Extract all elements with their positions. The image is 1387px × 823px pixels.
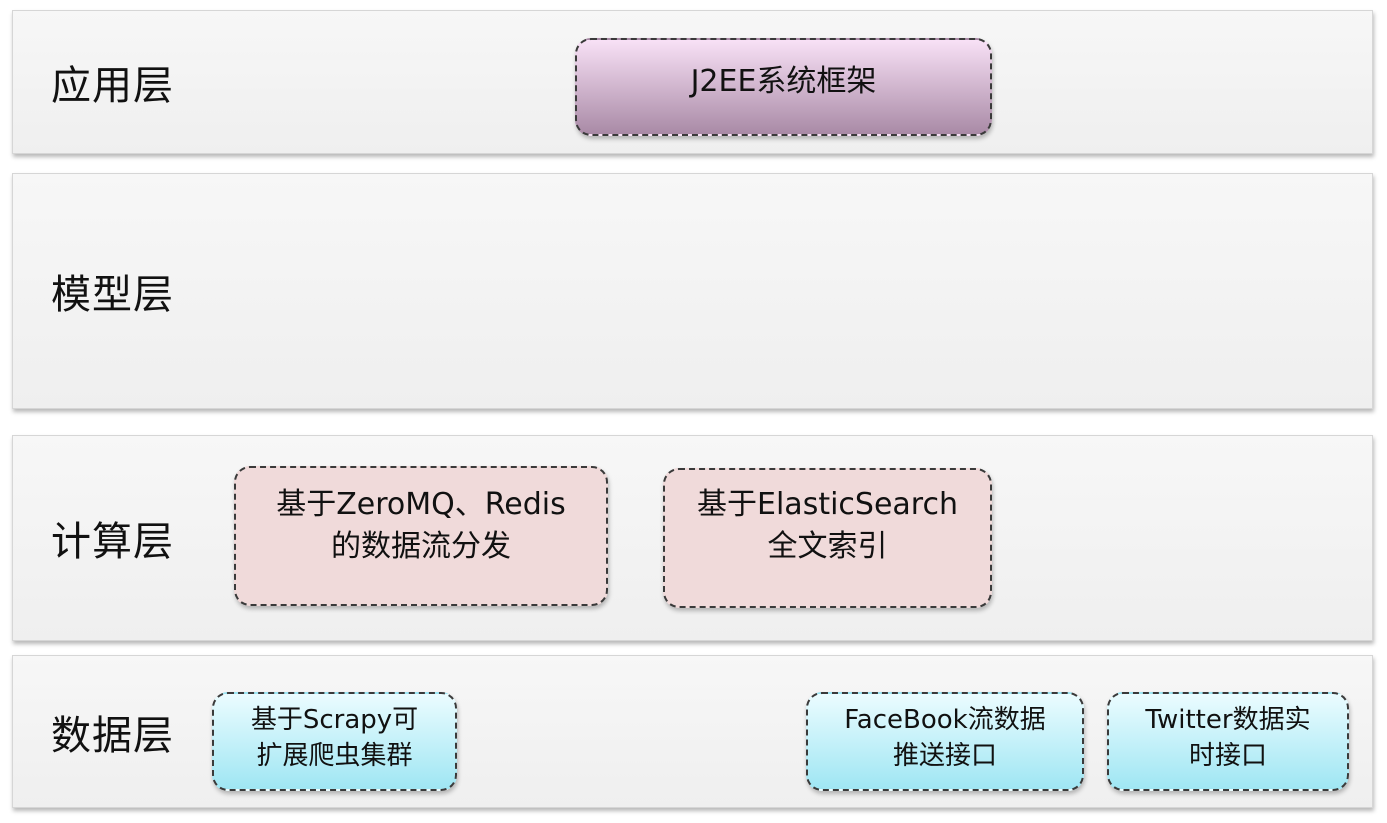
twitter-line-1: Twitter数据实: [1145, 705, 1311, 735]
facebook-line-1: FaceBook流数据: [844, 705, 1046, 735]
zeromq-redis-line-2: 的数据流分发: [331, 529, 511, 564]
model-layer-label: 模型层: [51, 272, 174, 318]
j2ee-framework-box: J2EE系统框架: [575, 38, 992, 136]
facebook-line-2: 推送接口: [892, 741, 997, 771]
zeromq-redis-distribution-box: 基于ZeroMQ、Redis 的数据流分发: [234, 466, 608, 606]
model-layer: 模型层: [12, 173, 1373, 409]
elasticsearch-index-box: 基于ElasticSearch 全文索引: [663, 468, 992, 608]
elasticsearch-line-2: 全文索引: [767, 529, 888, 564]
compute-layer-label: 计算层: [51, 519, 174, 565]
scrapy-crawler-cluster-box: 基于Scrapy可 扩展爬虫集群: [212, 692, 457, 791]
facebook-stream-api-box: FaceBook流数据 推送接口: [806, 692, 1084, 791]
zeromq-redis-line-1: 基于ZeroMQ、Redis: [276, 487, 566, 522]
scrapy-line-1: 基于Scrapy可: [250, 705, 419, 735]
twitter-line-2: 时接口: [1188, 741, 1267, 771]
elasticsearch-line-1: 基于ElasticSearch: [697, 487, 958, 522]
data-layer-label: 数据层: [51, 712, 174, 759]
twitter-realtime-api-box: Twitter数据实 时接口: [1107, 692, 1349, 791]
application-layer-label: 应用层: [51, 63, 174, 109]
j2ee-framework-text: J2EE系统框架: [690, 64, 877, 99]
scrapy-line-2: 扩展爬虫集群: [256, 741, 413, 771]
